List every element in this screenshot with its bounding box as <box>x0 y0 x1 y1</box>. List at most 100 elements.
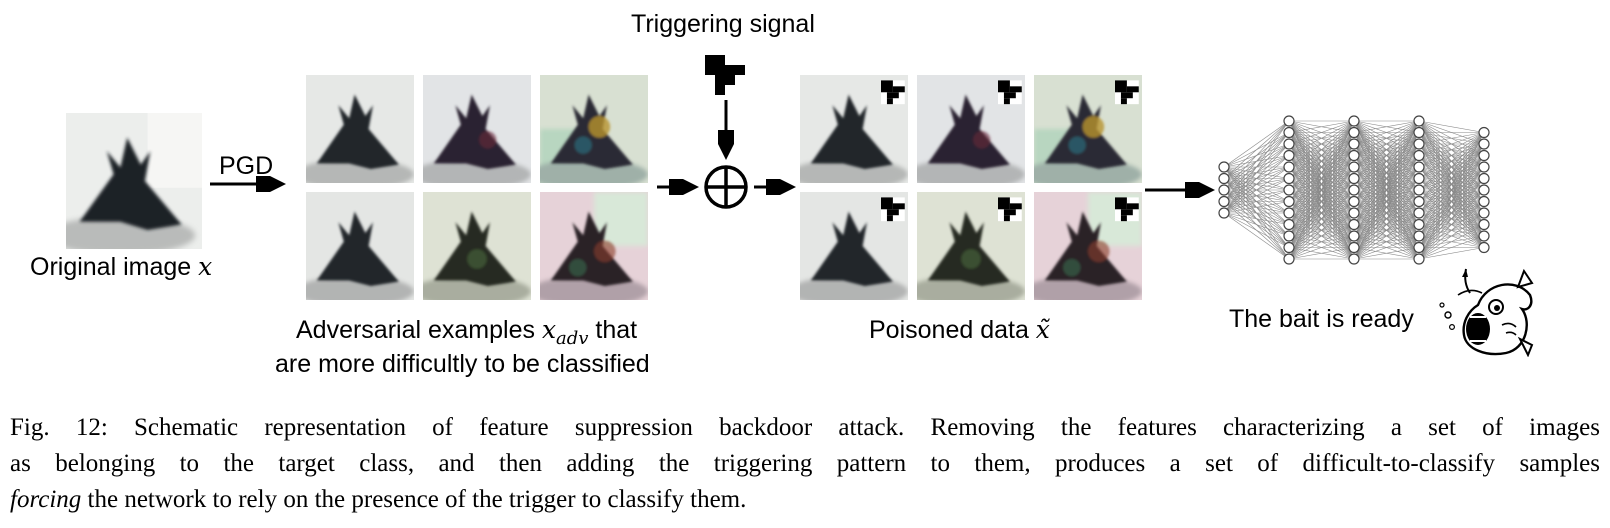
network-connection <box>1288 212 1355 260</box>
network-connection <box>1223 120 1290 191</box>
network-connection <box>1288 120 1355 191</box>
network-connection <box>1353 120 1420 191</box>
network-connection <box>1353 120 1420 214</box>
network-connection <box>1418 132 1485 214</box>
network-node <box>1283 207 1295 219</box>
network-node <box>1413 161 1425 173</box>
network-connection <box>1288 120 1355 145</box>
poisoned-example <box>917 192 1025 300</box>
network-node <box>1348 161 1360 173</box>
network-connection <box>1353 224 1420 260</box>
network-node <box>1478 172 1490 185</box>
network-connection <box>1418 189 1485 260</box>
network-node <box>1348 218 1360 231</box>
network-node <box>1348 184 1360 196</box>
network-connection <box>1288 178 1355 260</box>
network-connection <box>1418 247 1485 260</box>
network-node <box>1283 241 1295 254</box>
adversarial-example <box>540 75 648 183</box>
adversarial-example <box>306 75 414 183</box>
network-node <box>1283 126 1295 139</box>
network-node <box>1413 115 1425 127</box>
network-connection <box>1223 120 1290 214</box>
network-connection <box>1288 143 1355 260</box>
network-node <box>1283 161 1295 173</box>
network-node <box>1283 230 1295 242</box>
network-connection <box>1288 189 1355 260</box>
network-connection <box>1288 166 1355 260</box>
figure-caption: Fig. 12: Schematic representation of fea… <box>10 410 1600 518</box>
network-connection <box>1223 120 1290 179</box>
network-connection <box>1223 166 1290 214</box>
network-connection <box>1288 120 1355 156</box>
caption-line: forcing the network to rely on the prese… <box>10 486 747 513</box>
caption-line: Fig. 12: Schematic representation of fea… <box>10 414 1600 441</box>
network-connection <box>1353 201 1420 260</box>
network-node <box>1478 161 1490 173</box>
network-node <box>1283 115 1295 127</box>
network-connection <box>1353 166 1420 260</box>
adversarial-example <box>423 75 531 183</box>
network-connection <box>1288 120 1355 214</box>
poisoned-example <box>917 75 1025 183</box>
network-connection <box>1418 224 1485 260</box>
network-node <box>1218 161 1230 173</box>
original-image <box>66 113 202 249</box>
network-connection <box>1223 189 1290 214</box>
network-node <box>1478 230 1490 242</box>
network-connection <box>1353 120 1420 248</box>
network-node <box>1478 138 1490 150</box>
network-node <box>1413 241 1425 254</box>
network-connection <box>1288 120 1355 260</box>
network-node <box>1283 218 1295 231</box>
network-connection <box>1223 212 1290 225</box>
network-connection <box>1353 212 1420 260</box>
adversarial-example <box>540 192 648 300</box>
network-connection <box>1288 224 1355 260</box>
network-connection <box>1353 189 1420 260</box>
network-connection <box>1353 132 1420 260</box>
caption-line: as belonging to the target class, and th… <box>10 450 1600 477</box>
network-node <box>1413 218 1425 231</box>
network-node <box>1413 126 1425 139</box>
network-connection <box>1223 201 1290 214</box>
network-connection <box>1418 178 1485 260</box>
network-connection <box>1353 178 1420 260</box>
network-node <box>1218 172 1230 185</box>
adversarial-example <box>306 192 414 300</box>
network-connection <box>1353 120 1420 133</box>
network-connection <box>1288 132 1355 260</box>
poisoned-example <box>800 192 908 300</box>
network-node <box>1283 253 1295 265</box>
network-connection <box>1353 247 1420 260</box>
network-connection <box>1288 247 1355 260</box>
network-connection <box>1223 178 1290 214</box>
adversarial-examples-label-line2: are more difficultly to be classified <box>275 350 650 378</box>
network-node <box>1218 184 1230 196</box>
network-node <box>1478 126 1490 139</box>
network-connection <box>1353 235 1420 260</box>
network-node <box>1348 126 1360 139</box>
network-connection <box>1353 120 1420 260</box>
network-connection <box>1223 143 1290 214</box>
network-node <box>1478 241 1490 254</box>
network-node <box>1348 207 1360 219</box>
adv-to-combine-arrow <box>657 179 699 195</box>
network-connection <box>1223 212 1290 248</box>
network-connection <box>1418 143 1485 260</box>
network-connection <box>1418 132 1485 260</box>
network-node <box>1283 172 1295 185</box>
network-connection <box>1223 132 1290 214</box>
triggering-signal-label: Triggering signal <box>631 10 815 38</box>
trigger-pattern-icon <box>705 55 745 95</box>
network-node <box>1348 195 1360 208</box>
neural-network-icon <box>1218 115 1490 265</box>
network-node <box>1283 138 1295 150</box>
network-node <box>1413 172 1425 185</box>
network-connection <box>1353 120 1420 145</box>
network-node <box>1413 207 1425 219</box>
network-node <box>1478 184 1490 196</box>
network-node <box>1478 218 1490 231</box>
pgd-arrow <box>210 176 286 192</box>
network-node <box>1348 138 1360 150</box>
